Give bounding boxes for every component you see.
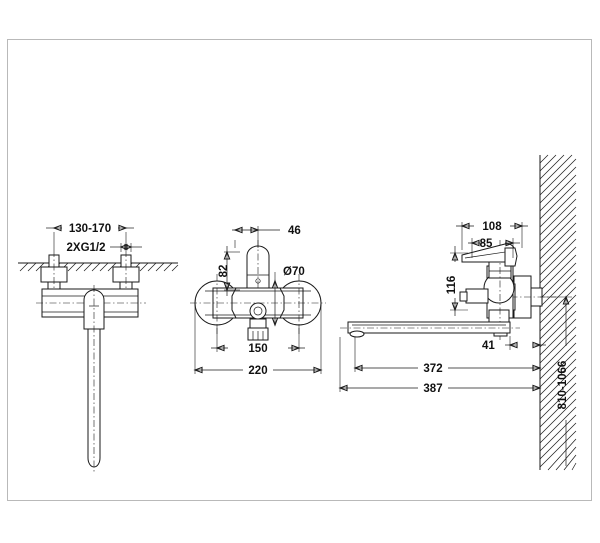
dimension-label-body-depth: 85 xyxy=(480,238,493,250)
dimension-label-inlet-spacing-middle: 150 xyxy=(248,343,267,355)
dimension-label-top-depth: 108 xyxy=(482,221,502,233)
dimension-thread-spec: 2XG1/2 xyxy=(67,242,142,254)
inlet-connector-right xyxy=(112,250,140,296)
view-middle: 46 82 Ø70 xyxy=(190,225,326,377)
dimension-label-outlet-offset: 41 xyxy=(482,340,495,352)
dimension-lever-offset: 46 xyxy=(232,225,301,248)
diverter-outlet-middle xyxy=(247,302,269,341)
dimension-label-mounting-height: 810-1066 xyxy=(557,361,569,410)
view-right: 108 85 116 xyxy=(338,154,577,471)
dimension-inlet-spacing-middle: 150 xyxy=(211,325,305,355)
dimension-inlet-spacing-left: 130-170 xyxy=(46,223,134,250)
dimension-outlet-offset: 41 xyxy=(482,336,546,352)
lever-handle-side xyxy=(461,243,518,267)
dimension-mounting-height: 810-1066 xyxy=(540,295,572,466)
dimension-overall-width: 220 xyxy=(193,303,323,377)
view-left: 130-170 2XG1/2 xyxy=(18,223,179,474)
dimension-lever-height-middle: 82 xyxy=(218,246,240,296)
dimension-label-overall-reach: 387 xyxy=(423,383,442,395)
dimension-label-lever-height: 82 xyxy=(218,265,230,278)
dimension-label-lever-offset: 46 xyxy=(288,225,301,237)
dimension-label-lever-height-side: 116 xyxy=(446,276,458,295)
dimension-lever-height-side: 116 xyxy=(446,246,468,316)
dimension-label-spout-reach: 372 xyxy=(423,363,442,375)
spout-arm xyxy=(340,321,520,338)
lever-handle-down xyxy=(83,285,105,474)
dimension-overall-reach: 387 xyxy=(338,337,542,395)
mixer-body-side xyxy=(459,240,515,340)
dimension-top-depth: 108 xyxy=(456,221,528,250)
dimension-label-inlet-spacing: 130-170 xyxy=(69,223,111,235)
dimension-cap-diameter: Ø70 xyxy=(271,266,305,327)
dimension-label-overall-width: 220 xyxy=(248,365,267,377)
dimension-body-depth: 85 xyxy=(468,238,520,258)
inlet-connector-left xyxy=(40,250,68,296)
dimension-label-thread-spec: 2XG1/2 xyxy=(67,242,106,254)
dimension-spout-reach: 372 xyxy=(353,337,542,375)
wall-hatching-right xyxy=(539,154,577,471)
dimension-label-cap-diameter: Ø70 xyxy=(283,266,305,278)
